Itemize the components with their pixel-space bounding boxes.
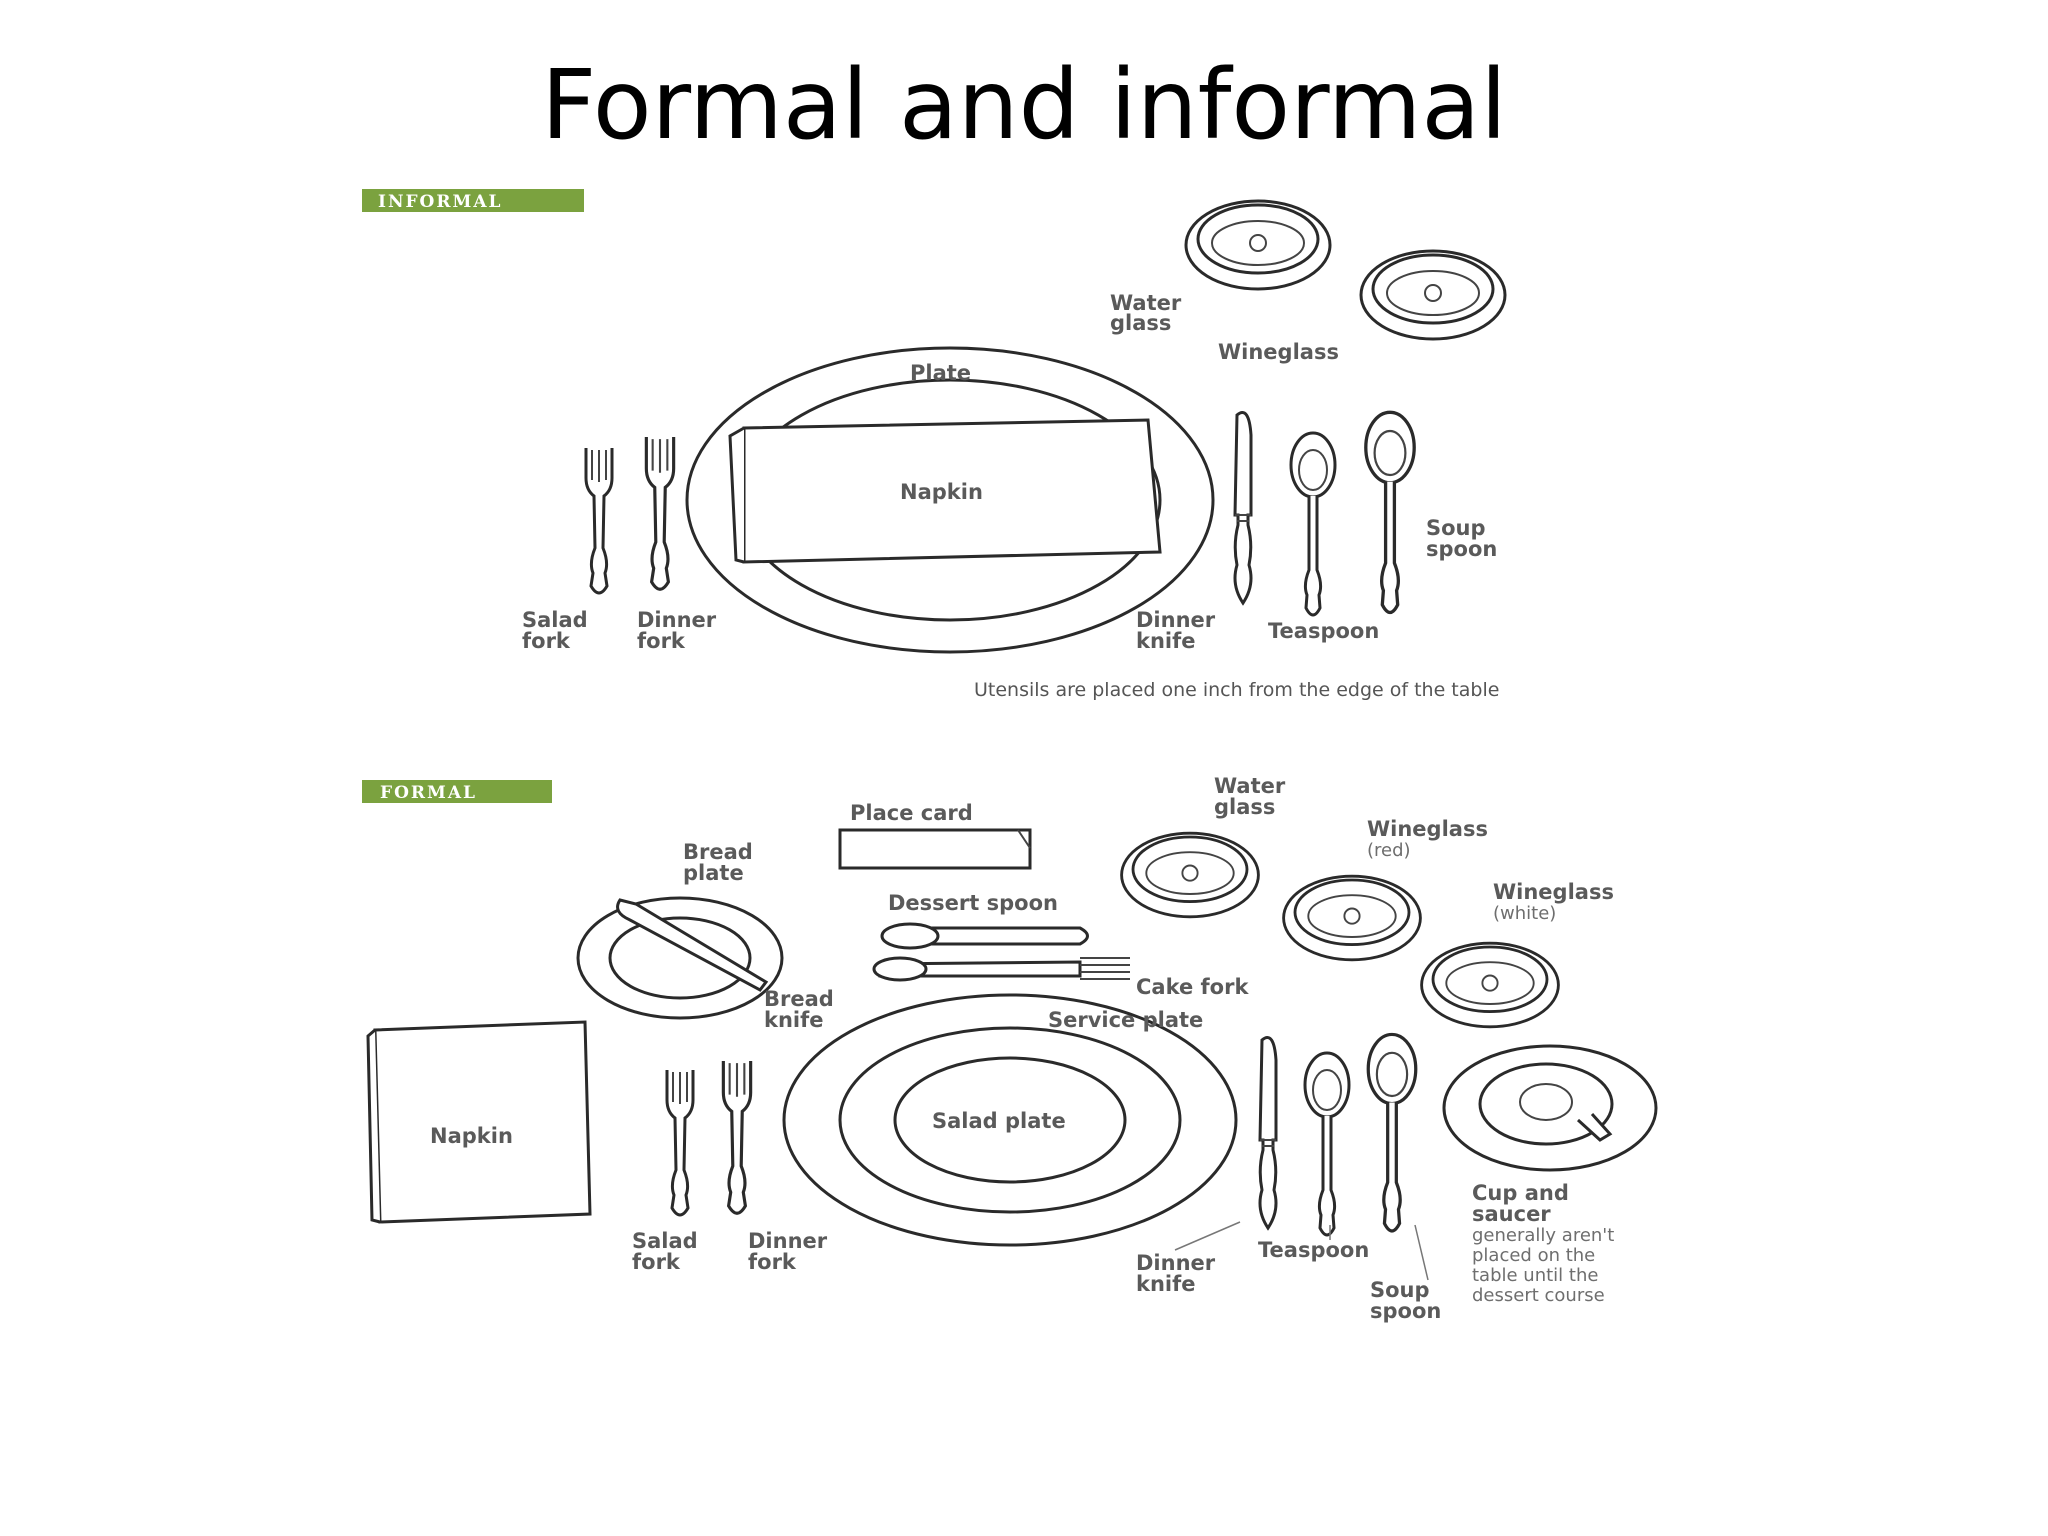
formal-salad-fork-icon (665, 1068, 695, 1217)
formal-label-dinner-knife-2: knife (1136, 1272, 1196, 1296)
formal-place-card-icon (838, 828, 1032, 870)
formal-napkin-icon (373, 1020, 592, 1224)
slide-title: Formal and informal (541, 49, 1507, 161)
informal-label-teaspoon: Teaspoon (1268, 619, 1379, 643)
informal-label-salad-fork-1: Salad (522, 608, 588, 632)
formal-label-soup-spoon-1: Soup (1370, 1278, 1430, 1302)
formal-label-cake-fork: Cake fork (1136, 975, 1249, 999)
formal-soup-spoon-icon (1366, 1032, 1418, 1233)
formal-label-salad-fork-2: fork (632, 1250, 681, 1274)
informal-tag (362, 189, 584, 212)
formal-label-salad-fork-1: Salad (632, 1229, 698, 1253)
informal-teaspoon-icon (1289, 431, 1337, 617)
informal-label-water-glass-1: Water (1110, 291, 1182, 315)
informal-label-soup-spoon-1: Soup (1426, 516, 1486, 540)
informal-water-glass-icon (1184, 199, 1332, 291)
informal-tag-label: INFORMAL (378, 192, 502, 212)
formal-label-water-glass-1: Water (1214, 774, 1286, 798)
informal-note: Utensils are placed one inch from the ed… (974, 679, 1499, 701)
formal-label-soup-spoon-2: spoon (1370, 1299, 1441, 1323)
formal-cup-note-2: placed on the (1472, 1245, 1595, 1266)
formal-label-dinner-fork-1: Dinner (748, 1229, 828, 1253)
informal-label-dinner-fork-1: Dinner (637, 608, 717, 632)
formal-tag (362, 780, 552, 803)
formal-label-wineglass-white-sub: (white) (1493, 903, 1556, 924)
informal-dinner-knife-icon (1233, 411, 1253, 605)
informal-label-wineglass: Wineglass (1218, 340, 1339, 364)
formal-section: FORMAL (362, 774, 1658, 1323)
formal-label-salad-plate: Salad plate (932, 1109, 1066, 1133)
informal-label-dinner-knife-2: knife (1136, 629, 1196, 653)
informal-section: INFORMAL Water glass Wineglass Plate Nap… (362, 189, 1507, 701)
formal-cup-and-saucer-icon (1442, 1044, 1658, 1172)
formal-label-teaspoon: Teaspoon (1258, 1238, 1369, 1262)
formal-cup-note-4: dessert course (1472, 1285, 1605, 1306)
informal-label-salad-fork-2: fork (522, 629, 571, 653)
formal-cup-note-1: generally aren't (1472, 1225, 1614, 1246)
formal-dinner-knife-icon (1258, 1036, 1278, 1230)
formal-label-service-plate: Service plate (1048, 1008, 1203, 1032)
informal-label-plate: Plate (910, 361, 971, 385)
formal-label-wineglass-red: Wineglass (1367, 817, 1488, 841)
formal-label-napkin: Napkin (430, 1124, 513, 1148)
formal-salad-plate-icon (893, 1056, 1127, 1184)
formal-label-water-glass-2: glass (1214, 795, 1275, 819)
informal-label-dinner-knife-1: Dinner (1136, 608, 1216, 632)
formal-label-wineglass-white: Wineglass (1493, 880, 1614, 904)
formal-teaspoon-icon (1303, 1051, 1351, 1237)
informal-dinner-fork-icon (644, 435, 676, 591)
formal-label-dinner-fork-2: fork (748, 1250, 797, 1274)
formal-label-bread-knife-2: knife (764, 1008, 824, 1032)
formal-dinner-fork-icon (721, 1059, 753, 1215)
formal-tag-label: FORMAL (380, 783, 477, 803)
formal-label-cup-and-saucer-1: Cup and (1472, 1181, 1569, 1205)
informal-wineglass-icon (1359, 249, 1507, 341)
formal-label-dinner-knife-1: Dinner (1136, 1251, 1216, 1275)
formal-bread-knife-icon (616, 898, 769, 992)
informal-label-napkin: Napkin (900, 480, 983, 504)
formal-cup-note-3: table until the (1472, 1265, 1598, 1286)
informal-label-soup-spoon-2: spoon (1426, 537, 1497, 561)
formal-water-glass-icon (1120, 831, 1260, 919)
formal-wineglass-red-icon (1282, 874, 1422, 962)
formal-label-dessert-spoon: Dessert spoon (888, 891, 1058, 915)
formal-cake-fork-icon (872, 956, 1130, 982)
formal-dessert-spoon-icon (880, 922, 1089, 950)
formal-label-bread-plate-2: plate (683, 861, 744, 885)
formal-label-wineglass-red-sub: (red) (1367, 840, 1411, 861)
formal-label-bread-knife-1: Bread (764, 987, 834, 1011)
formal-label-place-card: Place card (850, 801, 973, 825)
informal-label-water-glass-2: glass (1110, 311, 1171, 335)
informal-salad-fork-icon (584, 446, 614, 595)
informal-label-dinner-fork-2: fork (637, 629, 686, 653)
informal-soup-spoon-icon (1364, 410, 1416, 615)
formal-label-bread-plate-1: Bread (683, 840, 753, 864)
formal-label-cup-and-saucer-2: saucer (1472, 1202, 1551, 1226)
formal-wineglass-white-icon (1420, 941, 1560, 1029)
